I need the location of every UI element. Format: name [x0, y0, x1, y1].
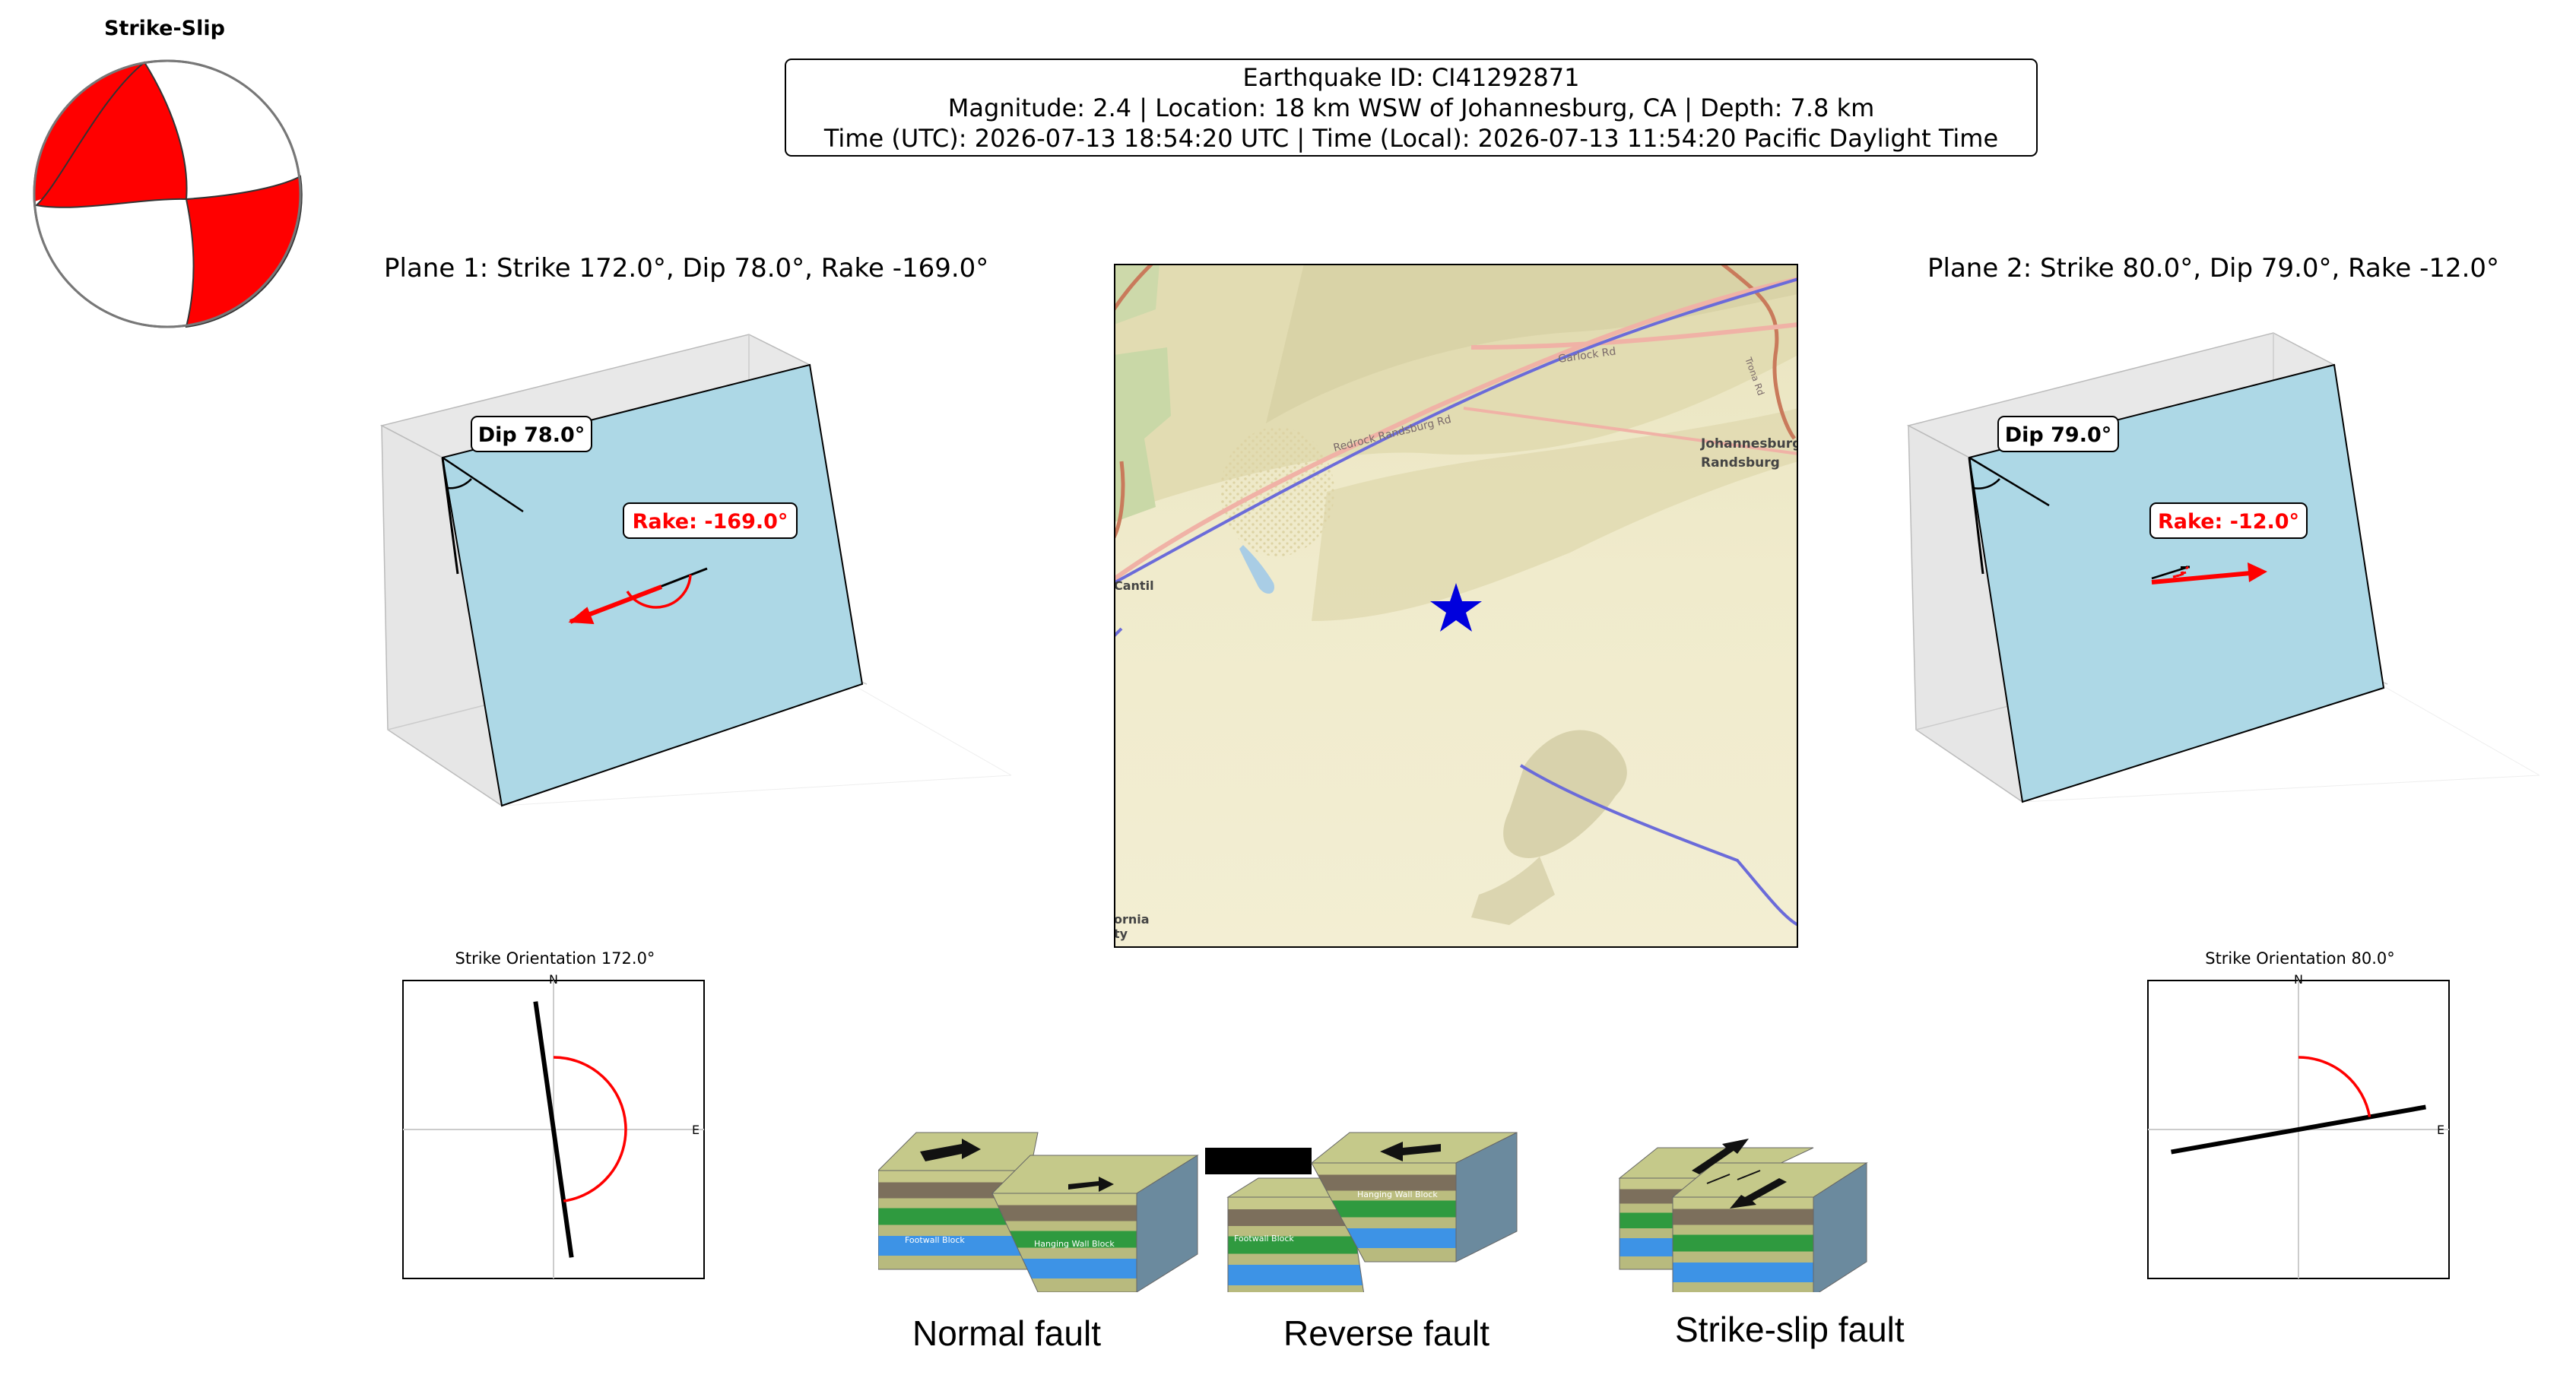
plane2-strike-line: [2171, 1104, 2426, 1155]
earthquake-info-box: Earthquake ID: CI41292871 Magnitude: 2.4…: [785, 59, 2038, 157]
reverse-footwall-label: Footwall Block: [1234, 1234, 1294, 1244]
plane1-rake-text: Rake: -169.0°: [633, 510, 788, 534]
compass1-east-label: E: [692, 1123, 700, 1137]
normal-footwall-label: Footwall Block: [905, 1235, 965, 1245]
normal-fault-label: Normal fault: [912, 1313, 1101, 1353]
plane1-3d-diagram: Dip 78.0° Rake: -169.0°: [379, 334, 1012, 807]
map-place-johannesburg: Johannesburg: [1700, 436, 1798, 451]
plane2-3d-diagram: Dip 79.0° Rake: -12.0°: [1906, 332, 2540, 803]
beachball-diagram: [33, 59, 303, 328]
plane2-strike-compass: N E: [2147, 973, 2450, 1279]
compass2-east-label: E: [2437, 1123, 2444, 1137]
plane2-dip-text: Dip 79.0°: [2005, 423, 2112, 447]
plane2-rake-text: Rake: -12.0°: [2158, 510, 2299, 534]
map-place-cantil: Cantil: [1114, 578, 1154, 593]
strike-slip-fault-label: Strike-slip fault: [1675, 1310, 1905, 1349]
plane1-strike-arc: [553, 1056, 627, 1202]
plane1-strike-line: [533, 1001, 574, 1258]
plane2-dip-label: Dip 79.0°: [1997, 416, 2119, 452]
map-place-county: ty: [1114, 927, 1128, 941]
earthquake-id: Earthquake ID: CI41292871: [1242, 63, 1580, 92]
map-place-california: ornia: [1114, 912, 1150, 927]
compass1-north-label: N: [549, 973, 558, 987]
reverse-fault-label: Reverse fault: [1283, 1313, 1490, 1353]
beachball-title: Strike-Slip: [104, 17, 225, 40]
plane2-title: Plane 2: Strike 80.0°, Dip 79.0°, Rake -…: [1927, 253, 2500, 284]
fault-types-illustration: Footwall Block Hanging Wall Block Footwa…: [878, 1132, 1868, 1292]
epicenter-map: Redrock Randsburg Rd Garlock Rd Trona Rd…: [1114, 264, 1798, 948]
epicenter-star-icon: [1430, 583, 1482, 632]
plane2-rake-label: Rake: -12.0°: [2149, 502, 2308, 539]
earthquake-magnitude-location: Magnitude: 2.4 | Location: 18 km WSW of …: [947, 93, 1875, 122]
map-place-randsburg: Randsburg: [1701, 455, 1780, 470]
plane1-dip-label: Dip 78.0°: [471, 416, 592, 452]
earthquake-time: Time (UTC): 2026-07-13 18:54:20 UTC | Ti…: [823, 124, 1999, 153]
compass2-north-label: N: [2294, 973, 2303, 987]
reverse-hanging-wall-label: Hanging Wall Block: [1357, 1190, 1438, 1199]
plane2-strike-title: Strike Orientation 80.0°: [2205, 949, 2395, 968]
plane1-title: Plane 1: Strike 172.0°, Dip 78.0°, Rake …: [384, 253, 989, 284]
plane1-rake-label: Rake: -169.0°: [623, 502, 798, 539]
plane2-strike-arc: [2298, 1056, 2371, 1117]
plane1-strike-title: Strike Orientation 172.0°: [455, 949, 655, 968]
plane1-dip-text: Dip 78.0°: [478, 423, 585, 447]
normal-hanging-wall-label: Hanging Wall Block: [1034, 1239, 1115, 1249]
plane1-strike-compass: N E: [402, 973, 705, 1279]
